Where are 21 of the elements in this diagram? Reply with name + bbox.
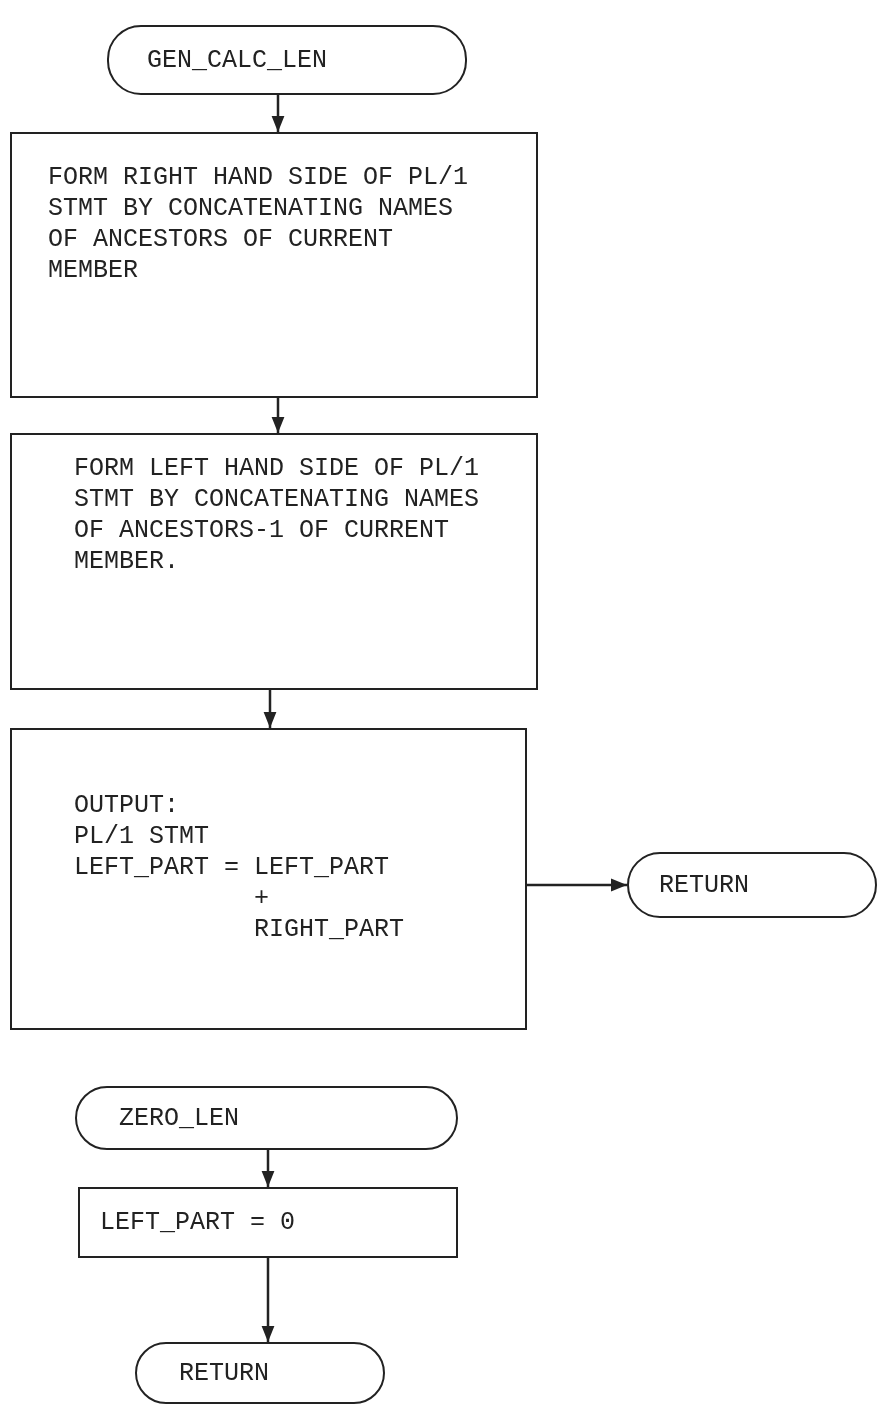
arrow: [271, 398, 285, 433]
box-text: ZERO_LEN: [119, 1102, 241, 1134]
box-text: FORM LEFT HAND SIDE OF PL/1 STMT BY CONCATENATING NAMES OF ANCESTORS-1 OF CURRENT MEMBER.: [74, 453, 480, 577]
arrow: [527, 878, 627, 892]
box-text: PL/1 STMT: [74, 821, 211, 852]
process-box: [10, 132, 538, 398]
terminal-box: [75, 1086, 458, 1150]
box-text: RETURN: [659, 869, 750, 901]
arrow: [271, 95, 285, 132]
box-text: LEFT_PART = 0: [100, 1207, 297, 1238]
arrow: [261, 1150, 275, 1187]
process-box: [10, 728, 527, 1030]
process-box: [10, 433, 538, 690]
box-text: OUTPUT:: [74, 790, 181, 821]
box-text: FORM RIGHT HAND SIDE OF PL/1 STMT BY CONCATENATING NAMES OF ANCESTORS OF CURRENT MEMBER: [48, 162, 470, 286]
arrow: [261, 1258, 275, 1342]
box-text: RETURN: [179, 1357, 270, 1389]
process-box: [78, 1187, 458, 1258]
box-text: GEN_CALC_LEN: [147, 44, 329, 76]
box-text: LEFT_PART = LEFT_PART + RIGHT_PART: [74, 852, 406, 945]
arrow: [263, 690, 277, 728]
